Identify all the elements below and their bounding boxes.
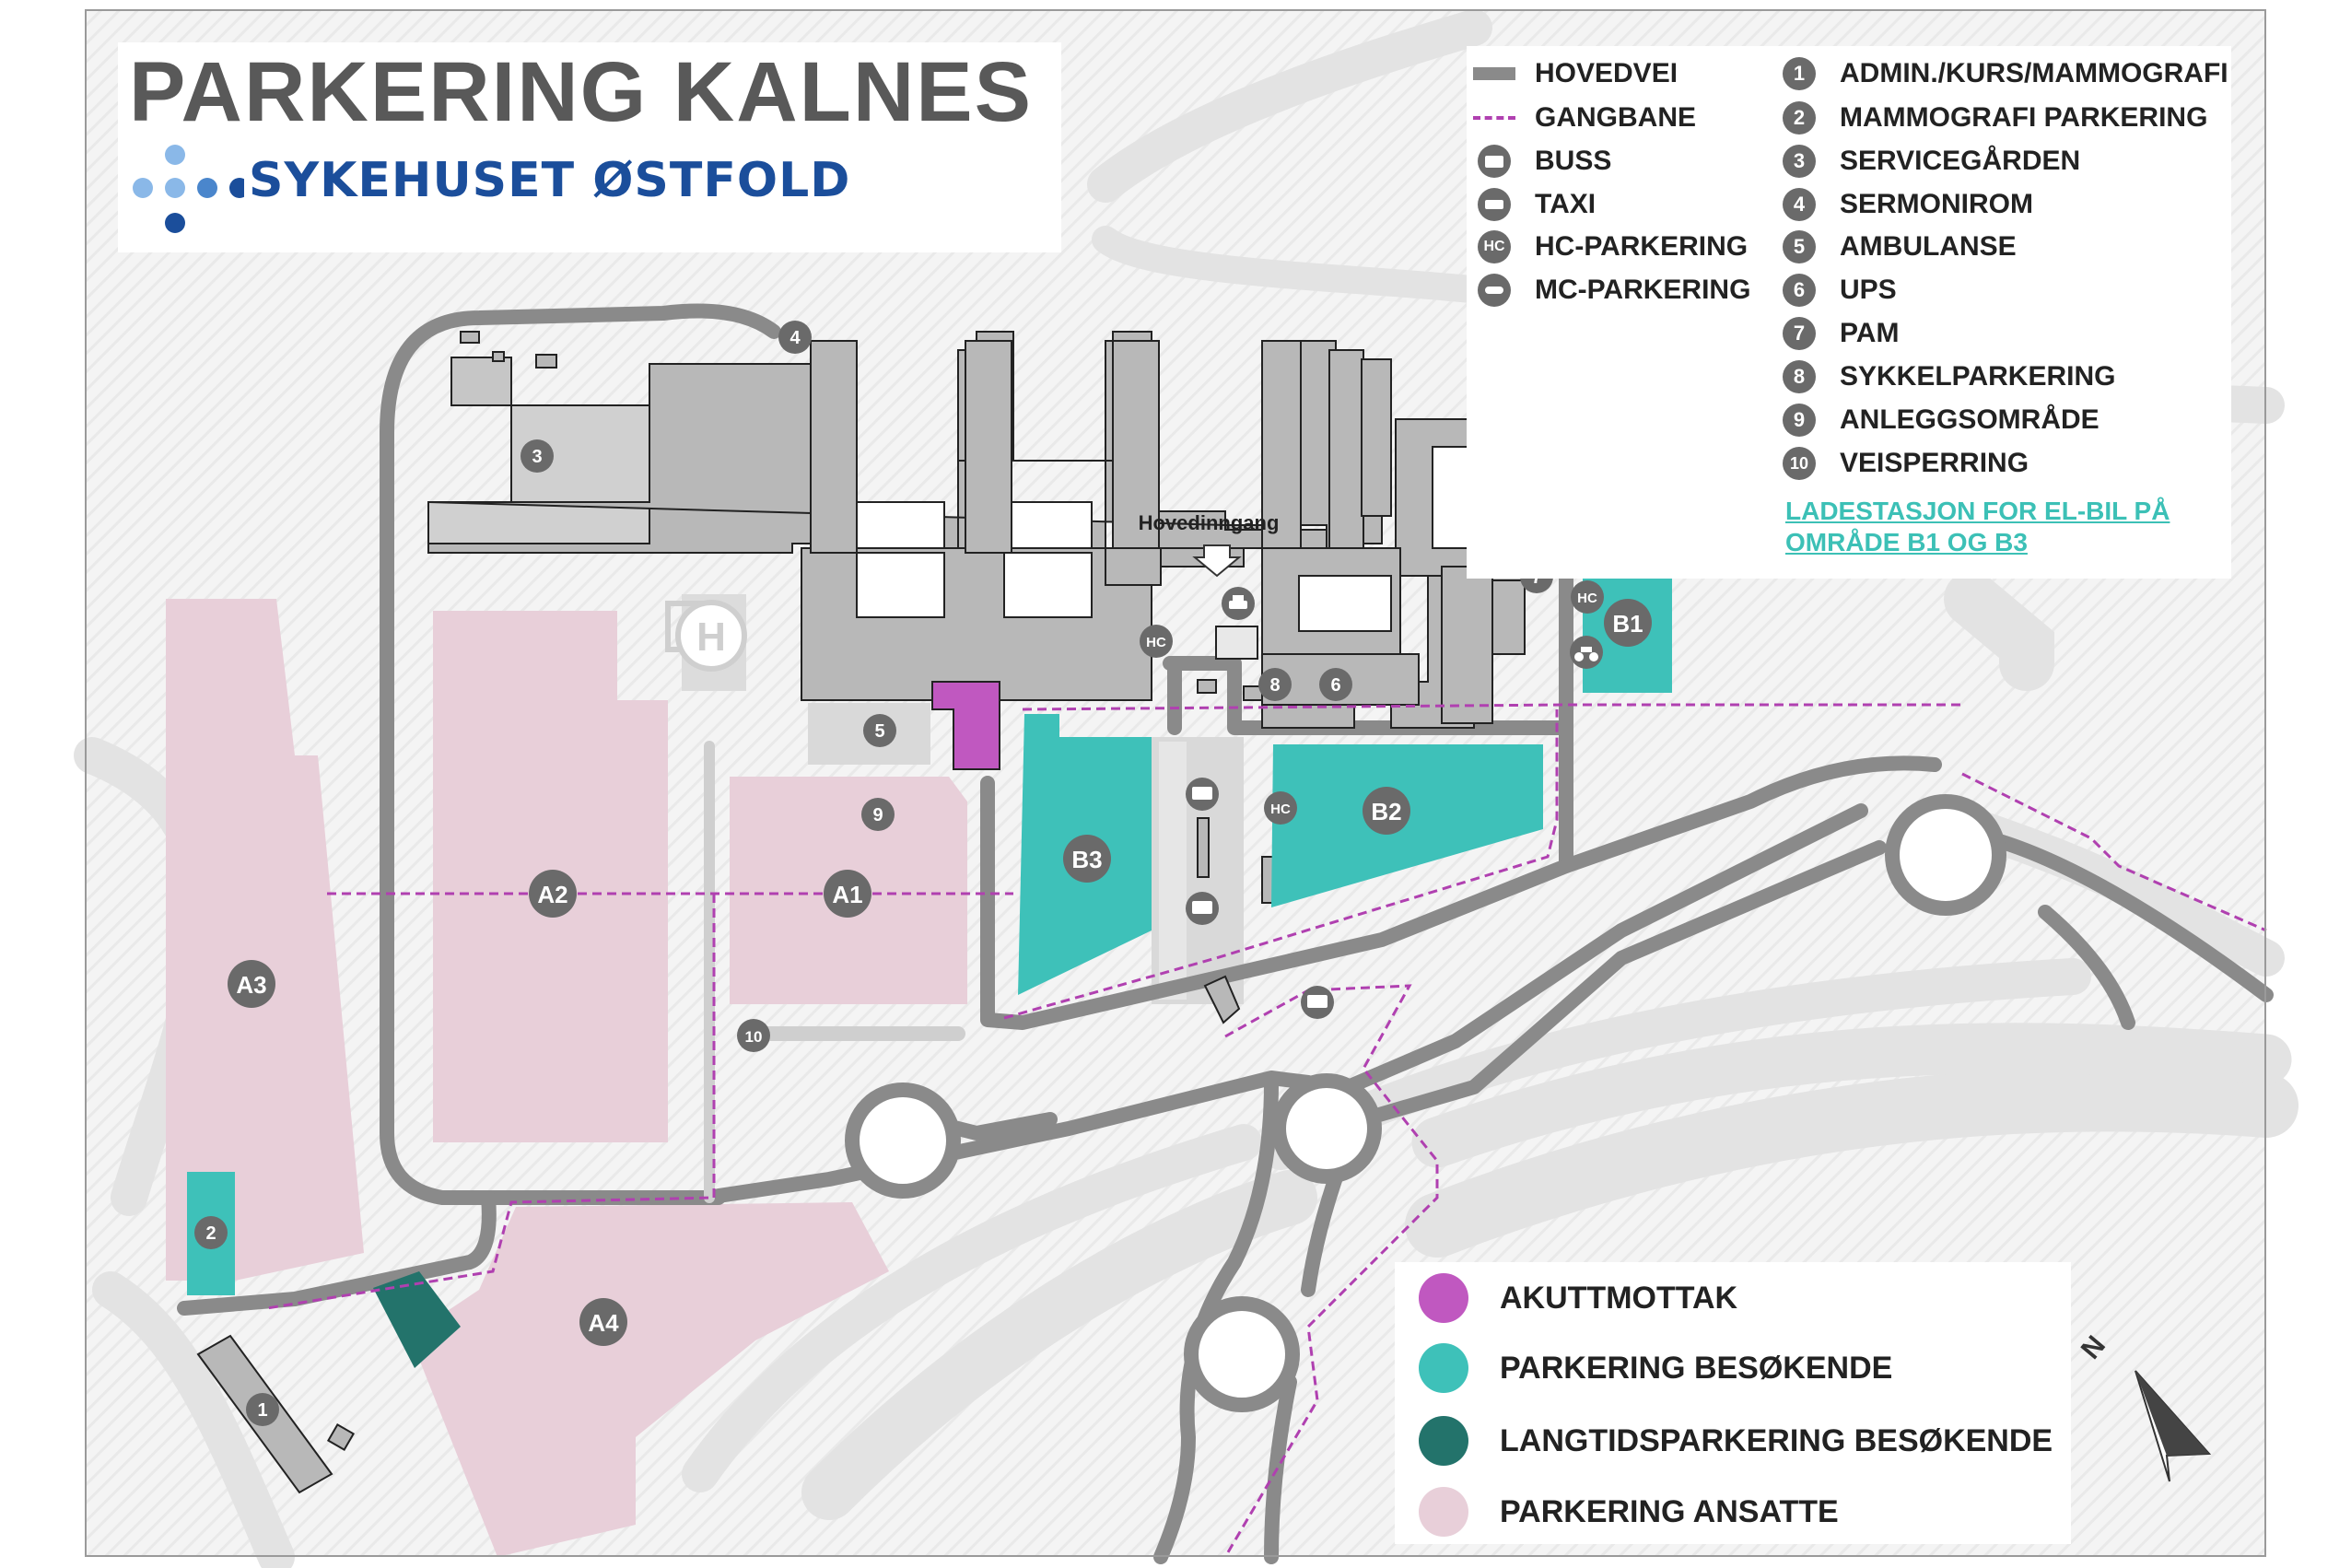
zone-a3-area — [166, 599, 364, 1281]
zone-a4-area — [410, 1202, 889, 1557]
zone-b2-area — [1271, 744, 1543, 907]
svg-text:8: 8 — [1269, 675, 1280, 696]
svg-text:A2: A2 — [537, 881, 567, 908]
svg-text:A4: A4 — [588, 1309, 619, 1337]
roundabouts — [845, 794, 2006, 1412]
svg-text:3: 3 — [532, 447, 542, 467]
svg-text:10: 10 — [745, 1028, 763, 1046]
color-key-panel — [1395, 1262, 2071, 1544]
charging-station-link[interactable]: LADESTASJON FOR EL-BIL PÅ OMRÅDE B1 OG B… — [1785, 497, 2170, 556]
motorcycle-icon — [1570, 636, 1603, 669]
legend-item-gangbane: GANGBANE — [1467, 101, 1696, 135]
svg-text:B1: B1 — [1612, 610, 1643, 638]
zone-b3-label: B3 — [1063, 835, 1111, 883]
taxi-icon — [1222, 587, 1255, 620]
walkway-dashed-line — [1473, 116, 1515, 120]
legend-item-buss: BUSS — [1467, 145, 1611, 178]
entrance-arrow-icon — [1192, 544, 1242, 578]
map-marker-1: 1 — [246, 1393, 279, 1426]
key-akuttmottak: AKUTTMOTTAK — [1419, 1273, 1737, 1323]
hc-icon: HC — [1264, 791, 1297, 825]
map-frame — [85, 9, 2266, 1557]
brand-logo-icon — [133, 145, 244, 233]
zone-b2-label: B2 — [1363, 787, 1410, 835]
map-marker-9: 9 — [861, 798, 895, 831]
hc-icon: HC — [1571, 580, 1604, 614]
helipad: H — [675, 600, 747, 672]
svg-text:A3: A3 — [236, 971, 266, 999]
staff-parking-areas — [166, 599, 967, 1557]
map-marker-2: 2 — [194, 1216, 228, 1249]
svg-text:H: H — [696, 614, 726, 660]
map-marker-10: 10 — [737, 1019, 770, 1052]
legend-item-mc-parkering: MC-PARKERING — [1467, 274, 1750, 307]
zone-a3-label: A3 — [228, 960, 275, 1008]
page-title: PARKERING KALNES — [129, 45, 1034, 139]
map-marker-4: 4 — [778, 321, 812, 354]
zone-a4-label: A4 — [579, 1298, 627, 1346]
taxi-icon — [1478, 188, 1511, 221]
hc-icon: HC — [1140, 625, 1173, 658]
legend-item-hc-parkering: HC HC-PARKERING — [1467, 230, 1748, 263]
zone-a2-label: A2 — [529, 870, 577, 918]
legend-panel — [1467, 46, 2231, 579]
key-parkering-ansatte: PARKERING ANSATTE — [1419, 1487, 1839, 1537]
bus-icon — [1301, 986, 1334, 1019]
main-entrance: Hovedinngang — [1139, 511, 1280, 578]
longterm-parking-area — [373, 1271, 461, 1368]
bus-icon — [1186, 892, 1219, 925]
zone-labels: A3 A2 A1 A4 B1 B2 B3 — [228, 599, 1652, 1346]
map-marker-5: 5 — [863, 714, 896, 747]
key-langtidsparkering: LANGTIDSPARKERING BESØKENDE — [1419, 1416, 2053, 1466]
bus-icon — [1186, 778, 1219, 811]
bus-icon — [1478, 145, 1511, 178]
svg-text:9: 9 — [872, 805, 883, 825]
akuttmottak-area — [931, 681, 1000, 770]
north-arrow-icon — [2135, 1370, 2212, 1482]
svg-text:1: 1 — [257, 1400, 267, 1421]
map-marker-3: 3 — [520, 439, 554, 473]
walkways — [266, 703, 2267, 1558]
brand-name: SYKEHUSET ØSTFOLD — [249, 153, 851, 208]
title-panel — [118, 42, 1061, 252]
map-marker-8: 8 — [1258, 668, 1292, 701]
svg-text:A1: A1 — [832, 881, 862, 908]
entrance-label: Hovedinngang — [1139, 511, 1280, 534]
map-marker-6: 6 — [1319, 668, 1352, 701]
svg-text:B3: B3 — [1071, 846, 1102, 873]
motorcycle-icon — [1478, 274, 1511, 307]
legend-item-taxi: TAXI — [1467, 188, 1596, 221]
svg-text:B2: B2 — [1371, 798, 1401, 825]
svg-text:HC: HC — [1577, 591, 1597, 606]
svg-text:5: 5 — [874, 721, 884, 742]
map-service-icons: HC HC HC — [1140, 580, 1604, 1019]
svg-text:6: 6 — [1330, 675, 1340, 696]
svg-text:HC: HC — [1270, 802, 1291, 817]
svg-text:2: 2 — [205, 1223, 216, 1244]
legend-item-hovedvei: HOVEDVEI — [1467, 57, 1678, 90]
zone-a1-label: A1 — [824, 870, 871, 918]
main-road-line — [1473, 67, 1515, 80]
svg-text:4: 4 — [790, 328, 801, 348]
zone-b1-label: B1 — [1604, 599, 1652, 647]
svg-text:HC: HC — [1146, 635, 1166, 650]
key-parkering-besokende: PARKERING BESØKENDE — [1419, 1343, 1892, 1393]
hc-icon: HC — [1478, 230, 1511, 263]
